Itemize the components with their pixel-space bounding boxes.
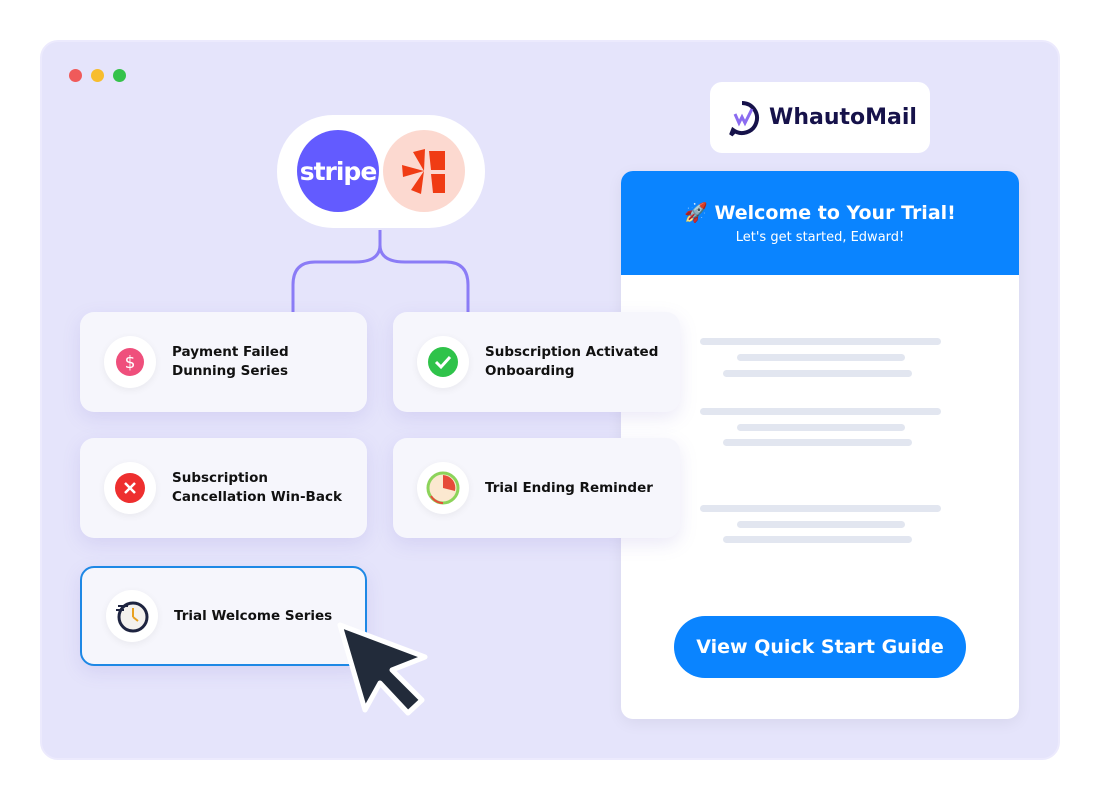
cursor-arrow-icon bbox=[337, 622, 428, 716]
check-icon bbox=[417, 336, 469, 388]
text-placeholder bbox=[723, 439, 912, 446]
x-icon bbox=[104, 462, 156, 514]
card-subtitle: Onboarding bbox=[485, 363, 575, 379]
maximize-dot[interactable] bbox=[113, 69, 126, 82]
email-preview: 🚀 Welcome to Your Trial! Let's get start… bbox=[621, 171, 1019, 719]
card-title: Subscription bbox=[172, 470, 268, 486]
integrations-pill: stripe bbox=[277, 115, 485, 228]
card-title: Trial Welcome Series bbox=[174, 607, 333, 624]
stripe-logo: stripe bbox=[297, 130, 379, 212]
card-title: Payment Failed bbox=[172, 344, 289, 360]
kit-logo-icon bbox=[383, 130, 465, 212]
text-placeholder bbox=[700, 505, 941, 512]
view-quick-start-button[interactable]: View Quick Start Guide bbox=[674, 616, 966, 678]
email-header: 🚀 Welcome to Your Trial! Let's get start… bbox=[621, 171, 1019, 275]
text-placeholder bbox=[700, 338, 941, 345]
brand-name: WhautoMail bbox=[769, 105, 917, 130]
svg-text:$: $ bbox=[125, 353, 136, 373]
card-subtitle: Cancellation Win-Back bbox=[172, 489, 342, 505]
card-trial-welcome-selected[interactable]: Trial Welcome Series bbox=[80, 566, 367, 666]
close-dot[interactable] bbox=[69, 69, 82, 82]
text-placeholder bbox=[737, 354, 905, 361]
card-title: Trial Ending Reminder bbox=[485, 479, 653, 496]
text-placeholder bbox=[737, 424, 905, 431]
whautomail-logo: WhautoMail bbox=[710, 82, 930, 153]
email-subtitle: Let's get started, Edward! bbox=[735, 230, 905, 245]
text-placeholder bbox=[723, 536, 912, 543]
card-trial-ending[interactable]: Trial Ending Reminder bbox=[393, 438, 680, 538]
card-subtitle: Dunning Series bbox=[172, 363, 288, 379]
stopwatch-icon bbox=[106, 590, 158, 642]
text-placeholder bbox=[700, 408, 941, 415]
timer-icon bbox=[417, 462, 469, 514]
email-title: 🚀 Welcome to Your Trial! bbox=[684, 202, 956, 224]
text-placeholder bbox=[737, 521, 905, 528]
whautomail-logo-icon bbox=[729, 100, 759, 136]
card-title: Subscription Activated bbox=[485, 344, 659, 360]
text-placeholder bbox=[723, 370, 912, 377]
minimize-dot[interactable] bbox=[91, 69, 104, 82]
dollar-icon: $ bbox=[104, 336, 156, 388]
